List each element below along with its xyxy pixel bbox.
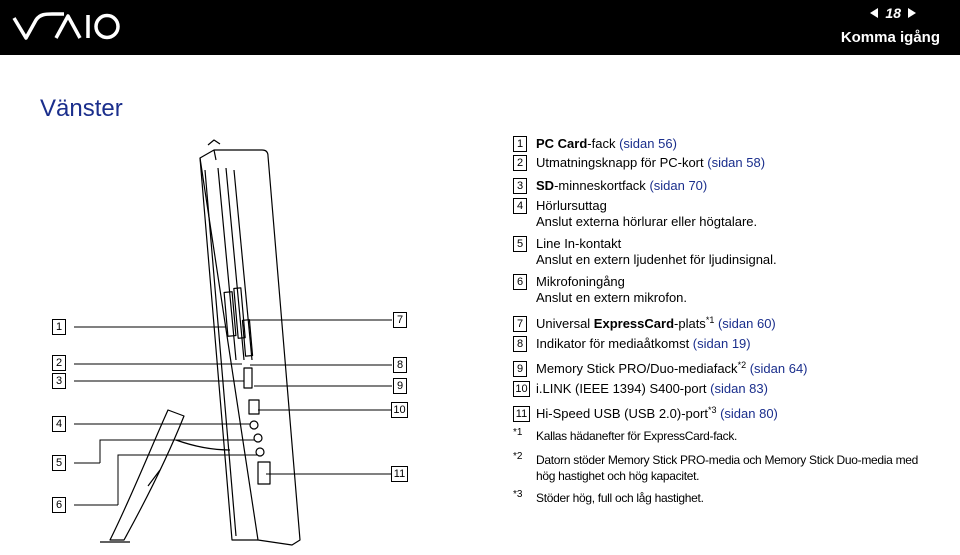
callout-4: 4 bbox=[52, 416, 66, 432]
callout-1: 1 bbox=[52, 319, 66, 335]
item-key: 10 bbox=[513, 381, 530, 397]
item-text: Line In-kontakt bbox=[536, 236, 622, 251]
item-description: Anslut en extern ljudenhet för ljudinsig… bbox=[536, 252, 777, 267]
page-link[interactable]: (sidan 56) bbox=[619, 136, 677, 151]
item-key: 6 bbox=[513, 274, 527, 290]
item-key: 3 bbox=[513, 178, 527, 194]
footnote-mark: *3 bbox=[513, 489, 523, 500]
footnote-mark: *2 bbox=[513, 451, 523, 462]
callout-11: 11 bbox=[391, 466, 408, 482]
item-key: 2 bbox=[513, 155, 527, 171]
page-link[interactable]: (sidan 58) bbox=[707, 155, 766, 170]
callout-8: 8 bbox=[393, 357, 407, 373]
item-text: Memory Stick PRO/Duo-mediafack bbox=[536, 361, 738, 376]
footnote-ref: *2 bbox=[737, 360, 747, 370]
page-link[interactable]: (sidan 80) bbox=[716, 406, 778, 421]
callout-7: 7 bbox=[393, 312, 407, 328]
item-description: Anslut externa hörlurar eller högtalare. bbox=[536, 214, 758, 229]
header-bar: 18 Komma igång bbox=[0, 0, 960, 55]
item-bold: PC Card bbox=[536, 136, 588, 151]
callout-5: 5 bbox=[52, 455, 66, 471]
item-key: 4 bbox=[513, 198, 527, 214]
item-text: -plats bbox=[674, 316, 706, 331]
item-text: -fack bbox=[587, 136, 620, 151]
previous-page-icon[interactable] bbox=[870, 8, 879, 18]
footnote-ref: *3 bbox=[707, 405, 717, 415]
item-key: 8 bbox=[513, 336, 527, 352]
item-key: 1 bbox=[513, 136, 527, 152]
item-text: Hi-Speed USB (USB 2.0)-port bbox=[536, 406, 708, 421]
footnote-text: Stöder hög, full och låg hastighet. bbox=[536, 491, 704, 505]
callout-2: 2 bbox=[52, 355, 66, 371]
item-text: Universal bbox=[536, 316, 594, 331]
item-description: Anslut en extern mikrofon. bbox=[536, 290, 688, 305]
section-title: Komma igång bbox=[840, 29, 940, 46]
page-link[interactable]: (sidan 64) bbox=[746, 361, 808, 376]
item-text: i.LINK (IEEE 1394) S400-port bbox=[536, 381, 711, 396]
next-page-icon[interactable] bbox=[908, 8, 916, 18]
page-link[interactable]: (sidan 70) bbox=[649, 178, 708, 193]
item-text: Utmatningsknapp för PC-kort bbox=[536, 155, 708, 170]
item-text: Indikator för mediaåtkomst bbox=[536, 336, 693, 351]
callout-3: 3 bbox=[52, 373, 66, 389]
item-bold: ExpressCard bbox=[593, 316, 675, 331]
footnote-ref: *1 bbox=[705, 315, 715, 325]
page-link[interactable]: (sidan 60) bbox=[714, 316, 776, 331]
page-title: Vänster bbox=[40, 95, 123, 122]
footnote-text: Datorn stöder Memory Stick PRO-media och… bbox=[536, 453, 919, 467]
vaio-logo bbox=[12, 12, 120, 40]
callout-10: 10 bbox=[391, 402, 408, 418]
item-text: Mikrofoningång bbox=[536, 274, 625, 289]
page-number: 18 bbox=[870, 5, 916, 21]
item-bold: SD bbox=[536, 178, 555, 193]
item-key: 5 bbox=[513, 236, 527, 252]
callout-9: 9 bbox=[393, 378, 407, 394]
item-key: 7 bbox=[513, 316, 527, 332]
item-key: 9 bbox=[513, 361, 527, 377]
item-text: -minneskortfack bbox=[554, 178, 650, 193]
footnote-text: hög hastighet och hög kapacitet. bbox=[536, 469, 700, 483]
page-link[interactable]: (sidan 83) bbox=[710, 381, 768, 396]
footnote-mark: *1 bbox=[513, 427, 523, 438]
page-link[interactable]: (sidan 19) bbox=[692, 336, 751, 351]
page-number-text: 18 bbox=[885, 5, 901, 21]
item-text: Hörlursuttag bbox=[536, 198, 607, 213]
callout-6: 6 bbox=[52, 497, 66, 513]
item-key: 11 bbox=[513, 406, 530, 422]
footnote-text: Kallas hädanefter för ExpressCard-fack. bbox=[536, 429, 738, 443]
